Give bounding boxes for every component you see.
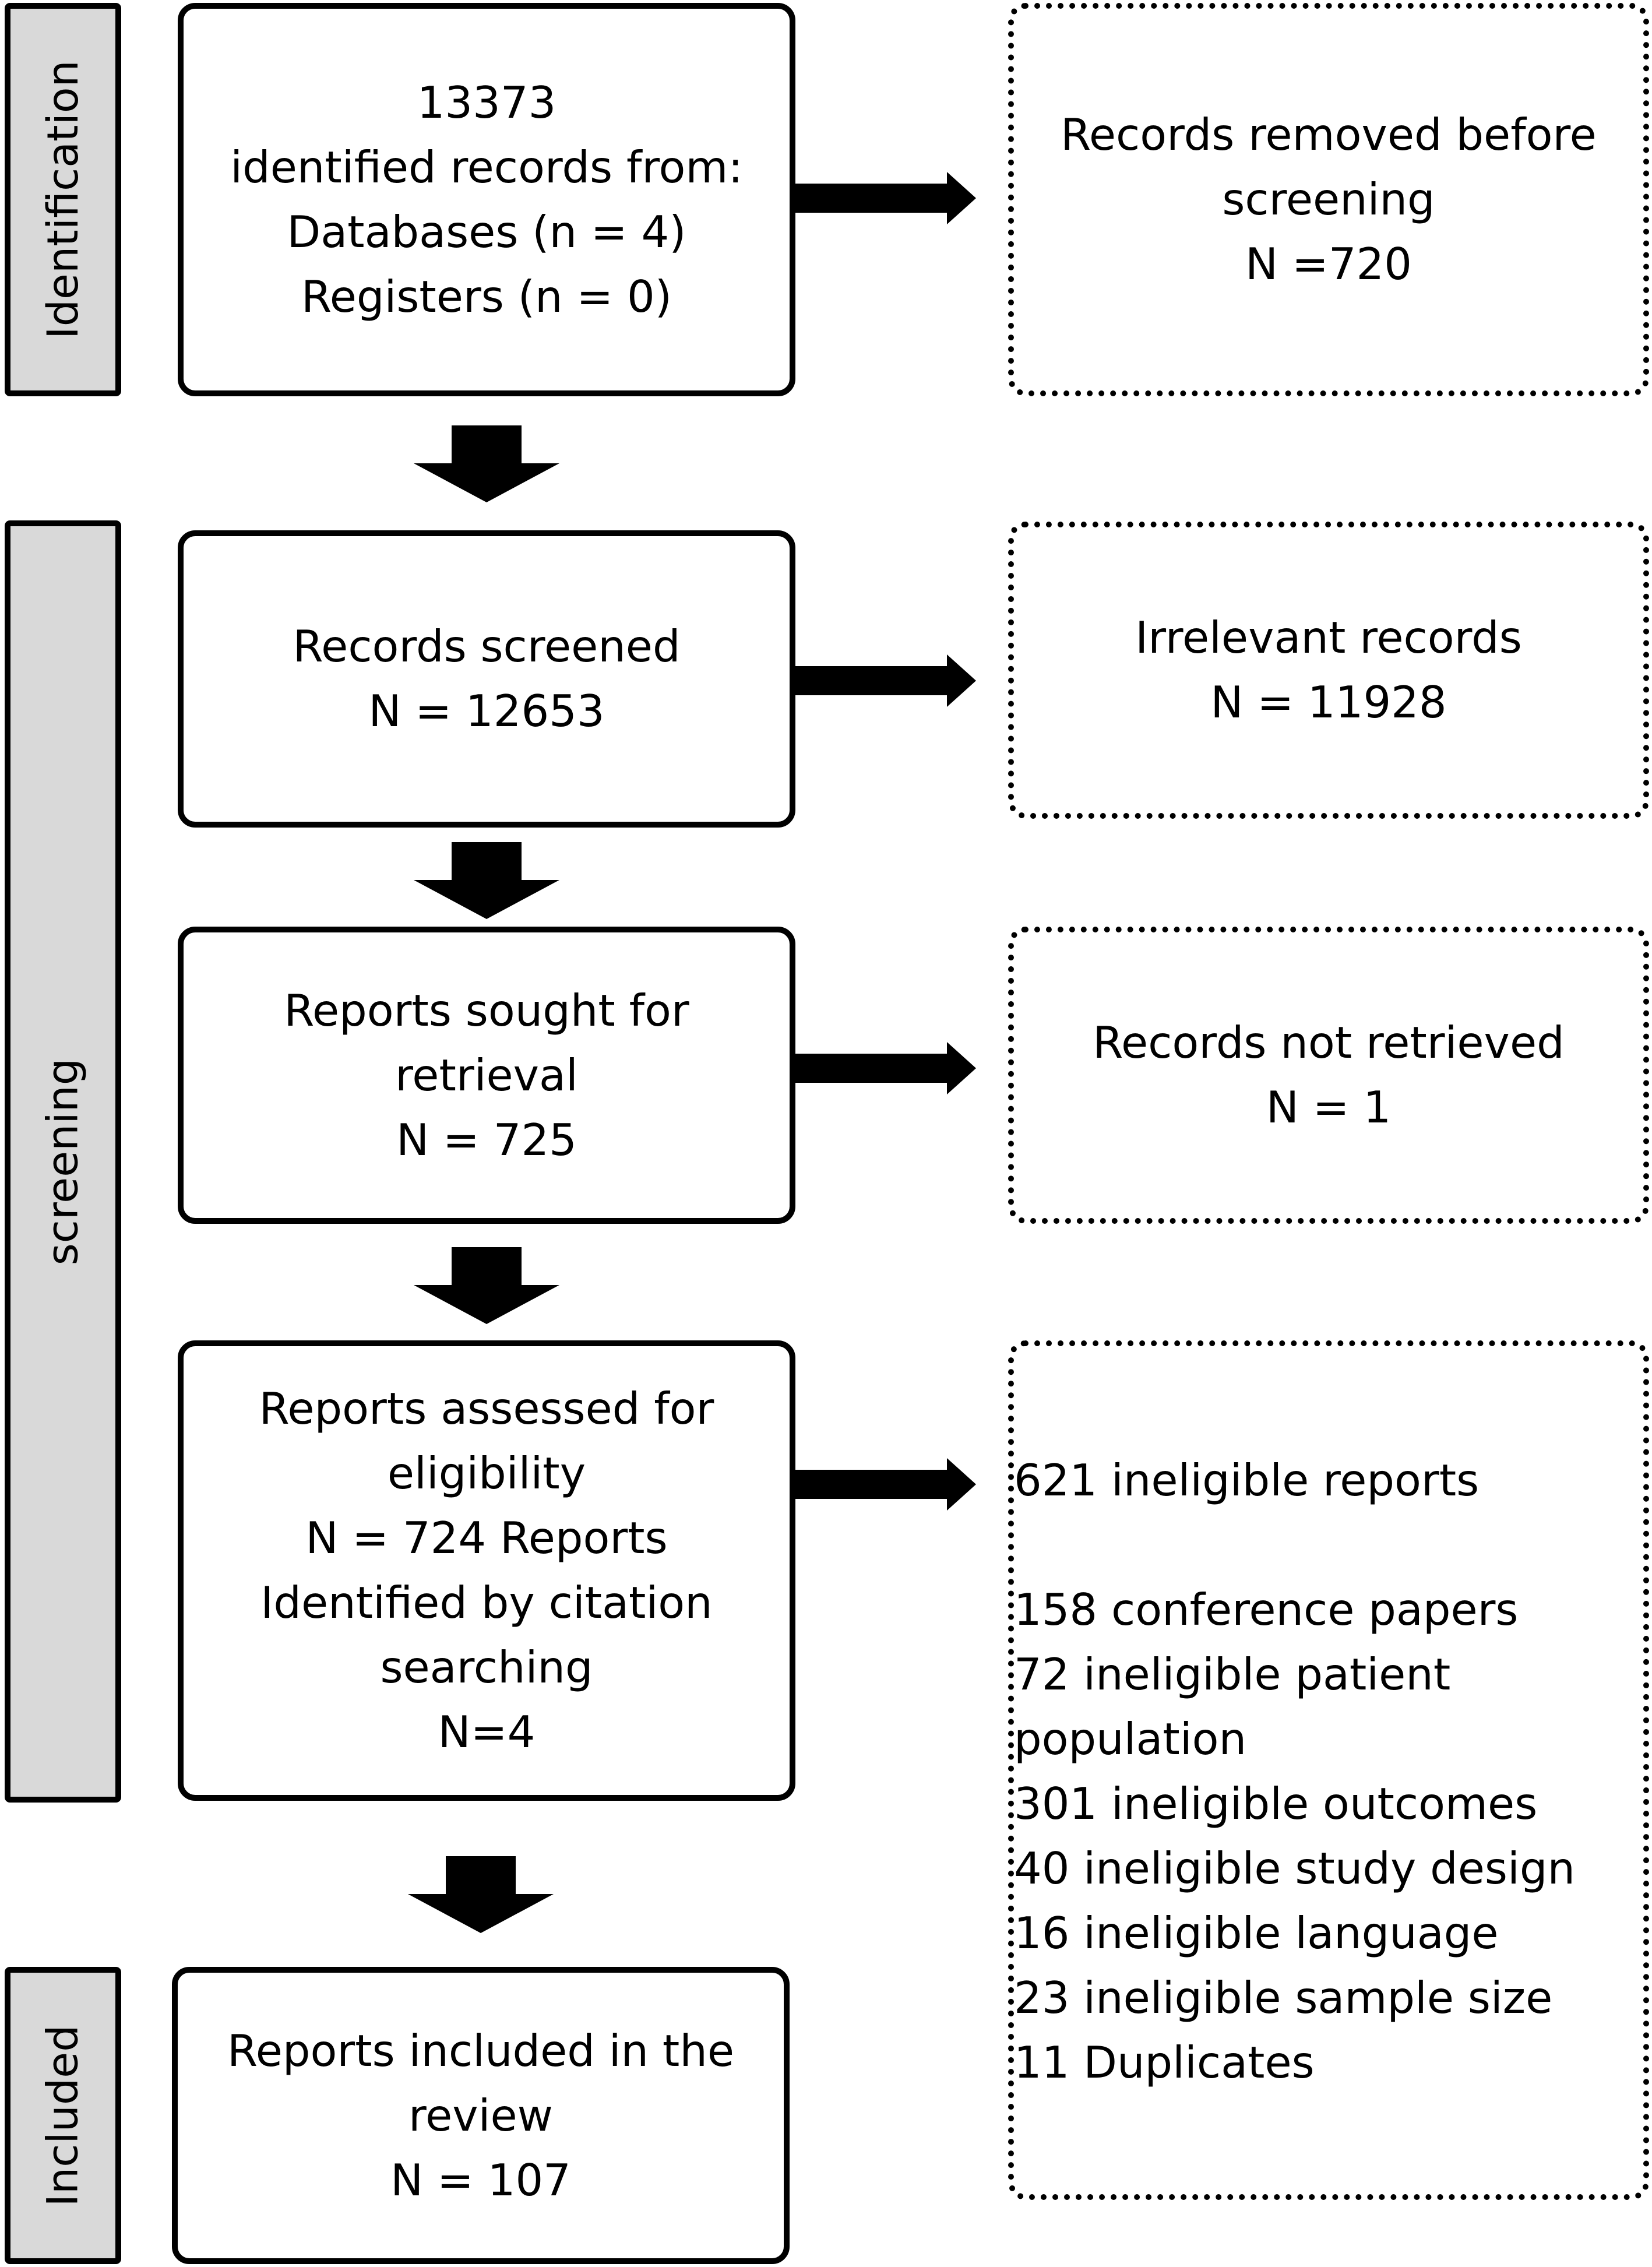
ineligible-item: 16 ineligible language bbox=[1014, 1907, 1499, 1959]
arrow-right-icon bbox=[795, 1458, 976, 1511]
identified-line-4: Registers (n = 0) bbox=[301, 270, 672, 322]
reports-assessed-box: Reports assessed for eligibility N = 724… bbox=[178, 1340, 795, 1801]
included-line-3: N = 107 bbox=[390, 2154, 571, 2206]
screened-line-1: Records screened bbox=[293, 621, 681, 672]
arrow-down-icon bbox=[414, 842, 559, 919]
ineligible-item: 11 Duplicates bbox=[1014, 2037, 1315, 2088]
ineligible-reports-list: 621 ineligible reports 158 conference pa… bbox=[1014, 1448, 1632, 2095]
ineligible-item: 72 ineligible patient bbox=[1014, 1649, 1451, 1700]
sought-line-2: retrieval bbox=[395, 1049, 578, 1101]
not-retrieved-line-2: N = 1 bbox=[1266, 1082, 1392, 1133]
identified-line-2: identified records from: bbox=[230, 141, 743, 193]
phase-screening: screening bbox=[5, 520, 121, 1803]
phase-identification: Identification bbox=[5, 3, 121, 396]
arrow-right-icon bbox=[795, 1042, 976, 1094]
arrow-down-icon bbox=[414, 1247, 559, 1324]
assessed-line-6: N=4 bbox=[438, 1706, 536, 1758]
assessed-line-4: Identified by citation bbox=[260, 1577, 713, 1628]
arrow-down-icon bbox=[408, 1856, 554, 1933]
removed-line-1: Records removed before bbox=[1061, 109, 1597, 160]
reports-sought-box: Reports sought for retrieval N = 725 bbox=[178, 927, 795, 1224]
ineligible-header: 621 ineligible reports bbox=[1014, 1455, 1480, 1506]
records-removed-box: Records removed before screening N =720 bbox=[1008, 3, 1649, 396]
not-retrieved-line-1: Records not retrieved bbox=[1093, 1017, 1565, 1068]
irrelevant-line-1: Irrelevant records bbox=[1135, 612, 1522, 663]
assessed-line-5: searching bbox=[380, 1642, 593, 1693]
removed-line-3: N =720 bbox=[1245, 238, 1412, 290]
screened-line-2: N = 12653 bbox=[368, 685, 605, 737]
assessed-line-1: Reports assessed for bbox=[259, 1383, 714, 1434]
irrelevant-records-box: Irrelevant records N = 11928 bbox=[1008, 522, 1649, 819]
ineligible-item: population bbox=[1014, 1713, 1247, 1765]
identified-records-box: 13373 identified records from: Databases… bbox=[178, 3, 795, 396]
records-not-retrieved-box: Records not retrieved N = 1 bbox=[1008, 927, 1649, 1224]
removed-line-2: screening bbox=[1222, 174, 1435, 225]
arrow-down-icon bbox=[414, 425, 559, 502]
ineligible-item: 40 ineligible study design bbox=[1014, 1843, 1575, 1894]
records-screened-box: Records screened N = 12653 bbox=[178, 530, 795, 828]
phase-included: Included bbox=[5, 1967, 121, 2264]
included-line-2: review bbox=[408, 2089, 554, 2141]
sought-line-1: Reports sought for bbox=[284, 984, 689, 1036]
ineligible-reports-box bbox=[1008, 1340, 1649, 2200]
identified-line-3: Databases (n = 4) bbox=[287, 206, 686, 258]
included-line-1: Reports included in the bbox=[227, 2025, 734, 2076]
reports-included-box: Reports included in the review N = 107 bbox=[172, 1967, 790, 2264]
ineligible-item: 158 conference papers bbox=[1014, 1584, 1519, 1635]
sought-line-3: N = 725 bbox=[396, 1114, 577, 1166]
irrelevant-line-2: N = 11928 bbox=[1210, 677, 1447, 728]
assessed-line-3: N = 724 Reports bbox=[305, 1512, 668, 1564]
ineligible-item: 301 ineligible outcomes bbox=[1014, 1778, 1538, 1829]
identified-line-1: 13373 bbox=[417, 76, 556, 128]
arrow-right-icon bbox=[795, 654, 976, 707]
arrow-right-icon bbox=[795, 172, 976, 224]
assessed-line-2: eligibility bbox=[387, 1448, 586, 1499]
ineligible-item: 23 ineligible sample size bbox=[1014, 1972, 1553, 2023]
